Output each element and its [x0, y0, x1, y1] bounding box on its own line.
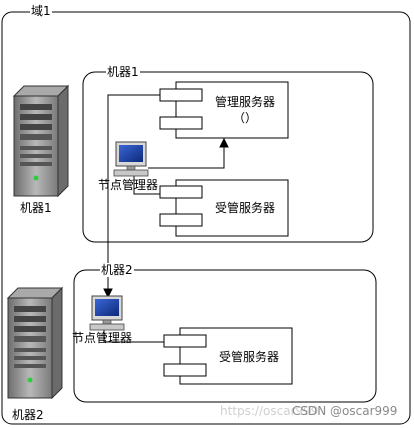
- admin-server-component: [159, 81, 289, 139]
- watermark-faint-url: https://oscar999: [220, 404, 319, 418]
- server-tower-2-label: 机器2: [12, 408, 44, 422]
- managed-server-component-1: [159, 179, 289, 237]
- admin-server-subtitle: （）: [232, 111, 257, 125]
- computer-icon-machine2: [89, 295, 125, 331]
- watermark-credit: CSDN @oscar999: [292, 404, 398, 418]
- server-tower-1-label: 机器1: [20, 201, 52, 215]
- managed-server-1-title: 受管服务器: [214, 201, 275, 215]
- managed-server-2-title: 受管服务器: [218, 350, 279, 364]
- machine1-group-label: 机器1: [106, 65, 140, 79]
- admin-server-title: 管理服务器: [214, 95, 275, 109]
- machine2-group-frame: [73, 269, 377, 403]
- server-tower-icon-2: [6, 286, 64, 400]
- computer-icon-machine1: [113, 141, 149, 177]
- node-manager-machine1-label: 节点管理器: [98, 178, 159, 192]
- machine2-group-label: 机器2: [100, 263, 134, 277]
- node-manager-machine2-label: 节点管理器: [72, 331, 133, 345]
- domain-label: 域1: [30, 4, 52, 18]
- domain-frame: [1, 11, 411, 425]
- machine1-group-frame: [82, 71, 374, 243]
- managed-server-component-2: [163, 327, 293, 385]
- server-tower-icon-1: [12, 84, 70, 198]
- connectors: [103, 94, 229, 343]
